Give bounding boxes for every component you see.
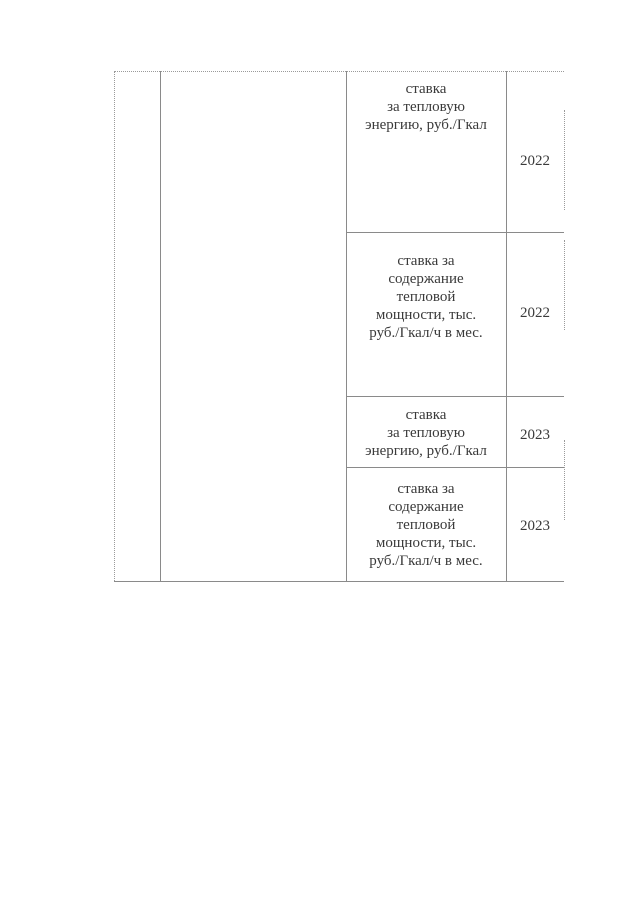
table-bottom-border: [114, 581, 564, 582]
column-divider-2: [346, 71, 347, 581]
column-divider-4: [564, 110, 565, 210]
row-3-year: 2023: [520, 427, 550, 443]
row-3-label: ставка за тепловую энергию, руб./Гкал: [365, 407, 487, 459]
column-divider-4b: [564, 240, 565, 330]
row-divider-3: [346, 467, 564, 468]
row-4-year: 2023: [520, 518, 550, 534]
table-left-border: [114, 71, 115, 581]
row-4-label: ставка за содержание тепловой мощности, …: [369, 481, 483, 569]
table-top-border: [114, 71, 564, 72]
row-2-year: 2022: [520, 305, 550, 321]
row-divider-2: [346, 396, 564, 397]
row-2-label: ставка за содержание тепловой мощности, …: [369, 253, 483, 341]
row-1-label: ставка за тепловую энергию, руб./Гкал: [365, 81, 487, 133]
column-divider-1: [160, 71, 161, 581]
row-divider-1: [346, 232, 564, 233]
row-1-year: 2022: [520, 153, 550, 169]
column-divider-4c: [564, 440, 565, 520]
column-divider-3: [506, 71, 507, 581]
